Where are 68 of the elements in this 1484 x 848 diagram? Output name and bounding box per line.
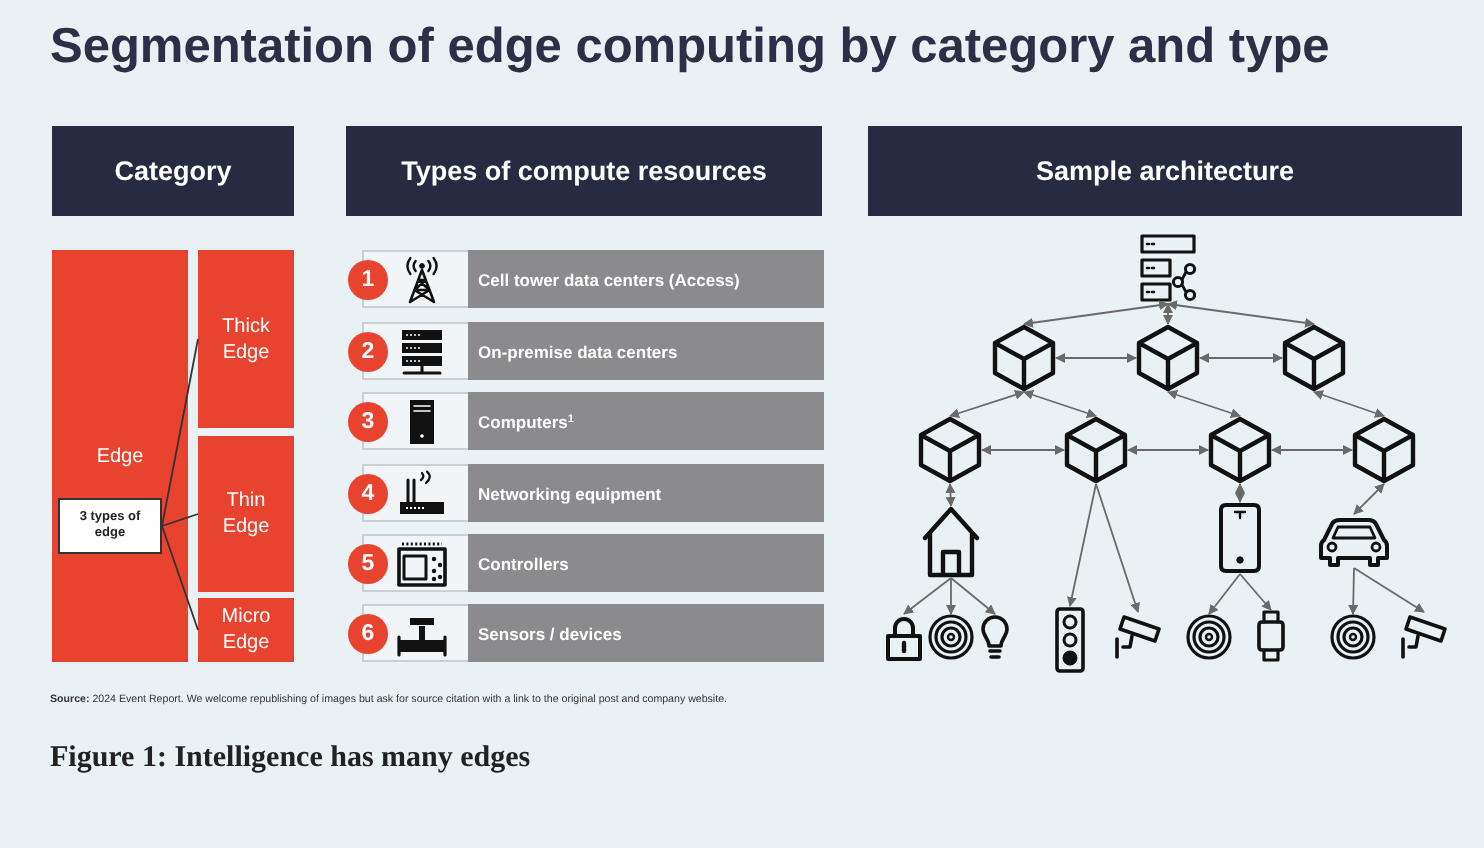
concentric-rings-icon bbox=[1330, 614, 1376, 660]
resource-bar: Sensors / devices bbox=[468, 604, 824, 662]
cube-icon bbox=[1352, 416, 1416, 484]
section-header: Sample architecture bbox=[868, 126, 1462, 216]
connector-line bbox=[161, 513, 199, 527]
number-circle: 1 bbox=[348, 259, 388, 299]
double-arrow bbox=[1167, 300, 1315, 328]
double-arrow bbox=[1167, 390, 1241, 418]
section-header: Types of compute resources bbox=[346, 126, 822, 216]
double-arrow bbox=[1199, 353, 1283, 363]
double-arrow bbox=[1271, 445, 1353, 455]
padlock-icon bbox=[884, 614, 924, 662]
double-arrow bbox=[945, 483, 956, 507]
number-circle: 6 bbox=[348, 613, 388, 653]
concentric-rings-icon bbox=[928, 614, 974, 660]
cube-icon bbox=[918, 416, 982, 484]
security-camera-icon bbox=[1114, 612, 1162, 660]
traffic-light-icon bbox=[1054, 606, 1086, 674]
double-arrow bbox=[1235, 483, 1245, 503]
cube-icon bbox=[1282, 324, 1346, 392]
cube-icon bbox=[1208, 416, 1272, 484]
number-circle: 4 bbox=[348, 473, 388, 513]
light-bulb-icon bbox=[980, 614, 1010, 660]
smartphone-icon bbox=[1218, 502, 1262, 574]
resource-bar: Cell tower data centers (Access) bbox=[468, 250, 824, 308]
cube-icon bbox=[992, 324, 1056, 392]
arrow bbox=[903, 577, 952, 615]
arrow bbox=[1208, 573, 1241, 615]
resource-bar: On-premise data centers bbox=[468, 322, 824, 380]
smartwatch-icon bbox=[1256, 610, 1286, 662]
resource-bar: Networking equipment bbox=[468, 464, 824, 522]
server-icon bbox=[1140, 234, 1196, 304]
double-arrow bbox=[1023, 300, 1169, 328]
section-header: Category bbox=[52, 126, 294, 216]
security-camera-icon bbox=[1400, 612, 1448, 660]
figure-caption: Figure 1: Intelligence has many edges bbox=[50, 742, 531, 776]
double-arrow bbox=[1353, 483, 1385, 515]
double-arrow bbox=[949, 390, 1025, 418]
category-block: Micro Edge bbox=[198, 598, 294, 662]
arrow bbox=[1348, 567, 1359, 615]
double-arrow bbox=[1163, 303, 1173, 325]
number-circle: 3 bbox=[348, 401, 388, 441]
category-block: Thin Edge bbox=[198, 436, 294, 592]
number-circle: 2 bbox=[348, 331, 388, 371]
category-block-text: Edge bbox=[96, 443, 144, 469]
double-arrow bbox=[1055, 353, 1137, 363]
arrow bbox=[946, 577, 956, 615]
arrow bbox=[950, 577, 996, 615]
arrow bbox=[1353, 567, 1425, 613]
arrow bbox=[1067, 483, 1097, 607]
arrow bbox=[1095, 483, 1140, 613]
category-block bbox=[52, 250, 188, 662]
cube-icon bbox=[1136, 324, 1200, 392]
number-circle: 5 bbox=[348, 543, 388, 583]
cube-icon bbox=[1064, 416, 1128, 484]
resource-bar: Computers$^{1}$ bbox=[468, 392, 824, 450]
title: Segmentation of edge computing by category and type bbox=[50, 20, 1330, 76]
double-arrow bbox=[1313, 390, 1385, 418]
concentric-rings-icon bbox=[1186, 614, 1232, 660]
double-arrow bbox=[1127, 445, 1209, 455]
car-icon bbox=[1318, 514, 1390, 568]
resource-bar: Controllers bbox=[468, 534, 824, 592]
double-arrow bbox=[981, 445, 1065, 455]
arrow bbox=[1239, 573, 1272, 611]
connector-line bbox=[161, 525, 199, 631]
category-block: Thick Edge bbox=[198, 250, 294, 428]
house-icon bbox=[922, 506, 980, 578]
double-arrow bbox=[1023, 390, 1097, 418]
